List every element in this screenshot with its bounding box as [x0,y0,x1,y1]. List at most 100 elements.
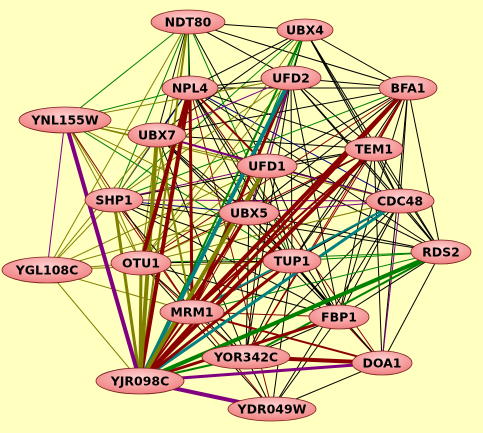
node-ellipse [201,344,291,370]
edge-ynl155w-ygl108c [46,119,66,271]
edge-ufd2-shp1 [113,77,292,201]
node-fbp1[interactable]: FBP1 [308,304,370,330]
edge-tem1-tup1 [291,148,375,262]
node-ellipse [18,106,112,134]
edge-yjr098c-tem1 [138,147,376,383]
node-ellipse [308,304,370,330]
node-label: YDR049W [237,402,307,417]
node-ellipse [227,396,317,422]
edge-ufd1-ygl108c [46,165,268,271]
node-ubx4[interactable]: UBX4 [276,18,334,42]
edge-rds2-mrm1 [191,251,442,313]
node-label: NDT80 [165,15,212,30]
node-mrm1[interactable]: MRM1 [159,299,225,325]
edge-npl4-rds2 [189,87,442,253]
node-cdc48[interactable]: CDC48 [365,188,435,214]
edge-bfa1-ufd1 [266,87,409,167]
edge-bfa1-rds2 [407,87,442,253]
node-ygl108c[interactable]: YGL108C [1,256,93,284]
node-ellipse [236,153,298,179]
node-rds2[interactable]: RDS2 [410,239,472,265]
node-label: NPL4 [172,81,209,96]
edge-ufd2-fbp1 [290,77,340,318]
node-bfa1[interactable]: BFA1 [378,75,438,101]
node-ellipse [218,200,280,226]
node-label: YNL155W [30,113,99,128]
node-label: UFD2 [272,71,310,86]
node-label: RDS2 [422,245,460,260]
node-ellipse [378,75,438,101]
edge-ndt80-ynl155w [64,21,189,121]
edge-ufd2-ufd1 [266,77,292,167]
node-ellipse [351,350,413,376]
node-label: CDC48 [377,194,423,209]
node-ufd1[interactable]: UFD1 [236,153,298,179]
node-otu1[interactable]: OTU1 [110,250,172,276]
node-label: YJR098C [110,374,170,389]
edge-fbp1-ydr049w [271,316,340,410]
edge-yjr098c-rds2 [138,250,443,383]
edge-rds2-fbp1 [338,251,442,318]
node-ellipse [127,122,187,148]
edge-mrm1-doa1 [191,311,383,364]
node-tup1[interactable]: TUP1 [262,248,322,274]
node-shp1[interactable]: SHP1 [84,187,144,213]
node-label: FBP1 [321,310,357,325]
node-label: UBX4 [286,23,324,38]
node-ellipse [159,299,225,325]
edge-shp1-ynl155w [64,119,115,201]
node-ellipse [1,256,93,284]
node-ufd2[interactable]: UFD2 [260,65,322,91]
edge-bfa1-ubx7 [156,87,409,136]
edge-yjr098c-cdc48 [138,199,402,383]
edge-tem1-fbp1 [338,148,375,318]
edge-ndt80-shp1 [113,21,189,201]
edge-yjr098c-shp1 [112,198,142,383]
node-label: BFA1 [390,81,425,96]
node-ubx5[interactable]: UBX5 [218,200,280,226]
node-ynl155w[interactable]: YNL155W [18,106,112,134]
edge-shp1-tup1 [113,199,293,262]
edge-ubx4-shp1 [113,29,306,201]
node-label: UBX5 [230,206,268,221]
edge-npl4-otu1 [139,86,192,265]
node-tem1[interactable]: TEM1 [344,136,404,162]
node-label: YOR342C [213,350,278,365]
node-label: SHP1 [95,193,132,208]
edge-bfa1-yor342c [245,87,409,358]
edge-cdc48-yor342c [245,200,401,358]
node-yjr098c[interactable]: YJR098C [95,367,185,395]
node-label: OTU1 [122,256,160,271]
edge-ubx7-fbp1 [156,134,340,318]
node-label: UBX7 [138,128,176,143]
edge-rds2-doa1 [381,251,442,364]
node-ndt80[interactable]: NDT80 [150,9,226,35]
edge-cdc48-shp1 [113,199,401,202]
node-ellipse [161,75,219,101]
node-ellipse [84,187,144,213]
edge-tup1-yor342c [245,260,293,358]
edge-ubx4-cdc48 [304,29,401,202]
edge-ufd2-rds2 [290,77,442,253]
node-doa1[interactable]: DOA1 [351,350,413,376]
edge-mrm1-ubx7 [156,134,193,313]
node-npl4[interactable]: NPL4 [161,75,219,101]
node-ellipse [262,248,322,274]
node-label: UFD1 [248,159,286,174]
edge-mrm1-ufd2 [190,76,293,314]
node-yor342c[interactable]: YOR342C [201,344,291,370]
node-ellipse [276,18,334,42]
node-ellipse [344,136,404,162]
edge-ufd1-rds2 [266,165,442,253]
edge-yjr098c-tup1 [138,259,294,383]
node-ydr049w[interactable]: YDR049W [227,396,317,422]
edge-mrm1-bfa1 [190,86,410,314]
edge-ynl155w-mrm1 [64,119,193,313]
edge-shp1-yor342c [113,199,247,358]
edge-cdc48-fbp1 [338,200,401,318]
edge-yjr098c-ygl108c [46,269,141,382]
edge-yjr098c-ynl155w [63,118,142,383]
edge-ynl155w-ubx5 [64,119,250,214]
node-ubx7[interactable]: UBX7 [127,122,187,148]
